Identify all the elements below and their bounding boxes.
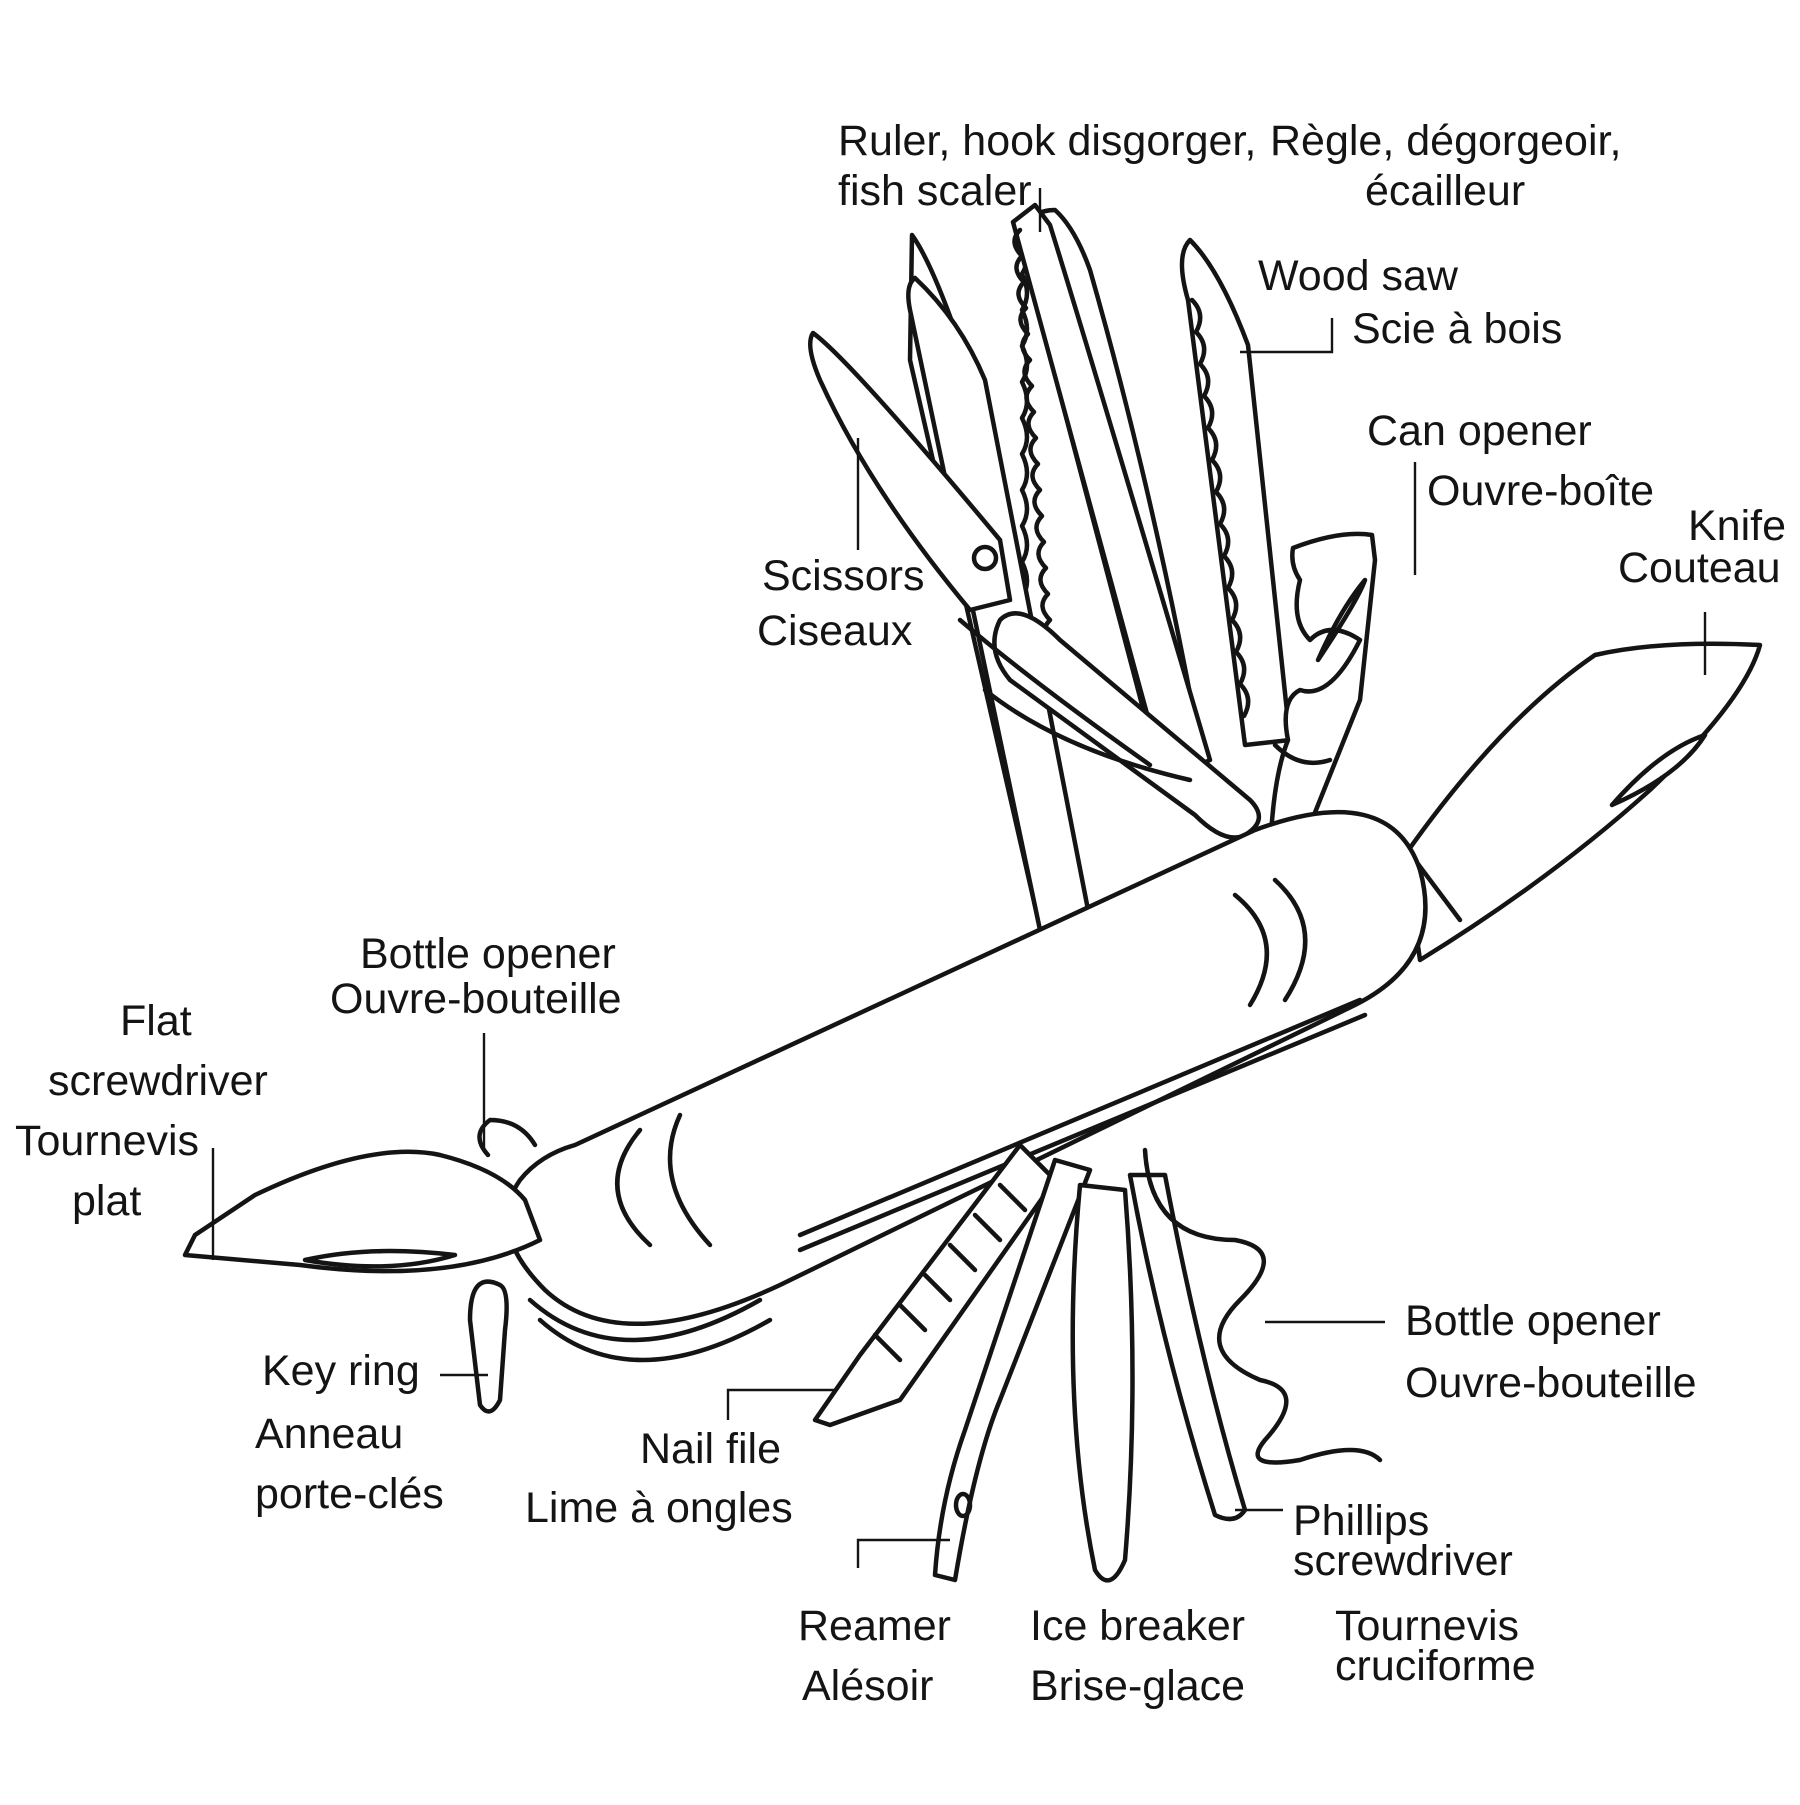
ice-breaker-label-en: Ice breaker (1030, 1602, 1245, 1650)
can-opener (1267, 531, 1378, 863)
leader-lines (211, 188, 1707, 1568)
flat-screwdriver (182, 1149, 543, 1274)
flat-screwdriver-label-en-1: Flat (120, 997, 192, 1045)
knife-label-fr: Couteau (1618, 544, 1781, 592)
ruler-label-fr-1: Règle, dégorgeoir, (1270, 117, 1621, 165)
nail-file-label-fr: Lime à ongles (525, 1484, 793, 1532)
nail-file (812, 1142, 1058, 1428)
corkscrew (1142, 1147, 1383, 1465)
reamer-label-en: Reamer (798, 1602, 951, 1650)
reamer-label-fr: Alésoir (802, 1662, 933, 1710)
ice-breaker-label-fr: Brise-glace (1030, 1662, 1245, 1710)
labels: Ruler, hook disgorger, fish scaler Règle… (15, 117, 1786, 1710)
ruler-label-fr-2: écailleur (1365, 167, 1525, 215)
ruler-label-en-2: fish scaler (838, 167, 1032, 215)
scissors (807, 330, 1261, 840)
ruler-blade (1010, 202, 1213, 783)
flat-screwdriver-label-fr-1: Tournevis (15, 1117, 199, 1165)
bottle-opener-top-label-fr: Ouvre-bouteille (330, 975, 622, 1023)
wood-saw-blade (1179, 237, 1293, 748)
nail-file-label-en: Nail file (640, 1425, 781, 1473)
key-ring-label-en: Key ring (262, 1347, 420, 1395)
wood-saw-label-en: Wood saw (1258, 252, 1459, 300)
bottle-opener-right-label-fr: Ouvre-bouteille (1405, 1359, 1697, 1407)
knife-blade (1402, 641, 1763, 963)
phillips-label-fr-2: cruciforme (1335, 1642, 1536, 1690)
wood-saw-label-fr: Scie à bois (1352, 305, 1562, 353)
ice-breaker (1070, 1182, 1135, 1583)
phillips-label-fr-1: Tournevis (1335, 1602, 1519, 1650)
top-bottle-opener (477, 1117, 538, 1158)
can-opener-label-en: Can opener (1367, 407, 1592, 455)
reamer (932, 1157, 1093, 1583)
flat-screwdriver-label-fr-2: plat (72, 1177, 141, 1225)
key-ring (467, 1279, 509, 1414)
can-opener-label-fr: Ouvre-boîte (1427, 467, 1654, 515)
scissors-label-fr: Ciseaux (757, 607, 913, 655)
ruler-label-en-1: Ruler, hook disgorger, (838, 117, 1256, 165)
bottle-opener-right-label-en: Bottle opener (1405, 1297, 1661, 1345)
flat-screwdriver-label-en-2: screwdriver (48, 1057, 268, 1105)
scissors-label-en: Scissors (762, 552, 924, 600)
bottle-opener-top-label-en: Bottle opener (360, 930, 616, 978)
key-ring-label-fr-2: porte-clés (255, 1470, 444, 1518)
key-ring-label-fr-1: Anneau (255, 1410, 403, 1458)
phillips-screwdriver (1127, 1172, 1248, 1522)
knife-body (504, 809, 1428, 1363)
phillips-label-en-2: screwdriver (1293, 1537, 1513, 1585)
knife-label-en: Knife (1688, 502, 1786, 550)
phillips-label-en-1: Phillips (1293, 1497, 1429, 1545)
